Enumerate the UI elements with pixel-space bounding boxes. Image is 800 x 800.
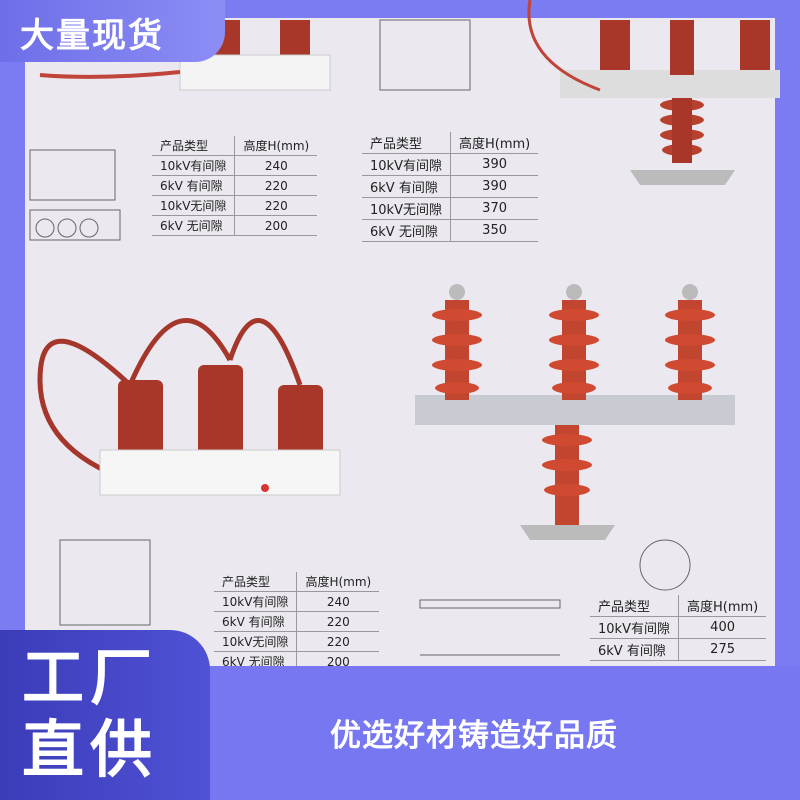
cell-type: 10kV有间隙: [214, 591, 298, 612]
cell-height: 275: [678, 638, 767, 661]
top-left-arrester-image: [39, 20, 331, 91]
cell-height: 240: [296, 591, 380, 612]
cell-type: 6kV 有间隙: [214, 611, 298, 632]
cell-type: 6kV 有间隙: [362, 175, 451, 198]
table-header: 高度H(mm): [678, 595, 767, 617]
factory-direct-badge: 工厂 直供: [0, 630, 210, 800]
cell-type: 10kV无间隙: [214, 631, 298, 652]
factory-line-2: 直供: [22, 713, 159, 786]
cell-type: 10kV无间隙: [152, 195, 236, 216]
cell-type: 10kV有间隙: [152, 155, 236, 176]
dimension-drawings: [29, 19, 691, 656]
cell-height: 220: [296, 631, 380, 652]
cell-type: 6kV 无间隙: [152, 215, 236, 236]
cell-type: 6kV 无间隙: [362, 219, 451, 242]
cell-height: 390: [450, 175, 539, 198]
cell-type: 10kV有间隙: [362, 153, 451, 176]
table-header: 高度H(mm): [296, 572, 380, 592]
cell-height: 220: [234, 195, 318, 216]
cell-type: 10kV有间隙: [590, 616, 679, 639]
cell-height: 220: [296, 611, 380, 632]
factory-line-1: 工厂: [22, 641, 159, 714]
cell-height: 240: [234, 155, 318, 176]
cell-height: 390: [450, 153, 539, 176]
top-right-arrester-image: [527, 0, 780, 185]
table-header: 高度H(mm): [234, 136, 318, 156]
cell-height: 370: [450, 197, 539, 220]
middle-right-arrester-image: [415, 284, 735, 540]
slogan: 优选好材铸造好品质: [330, 718, 618, 754]
cell-height: 350: [450, 219, 539, 242]
cell-type: 6kV 有间隙: [152, 175, 236, 196]
table-header: 产品类型: [214, 572, 298, 592]
cell-height: 200: [234, 215, 318, 236]
cell-type: 10kV无间隙: [362, 197, 451, 220]
table-header: 产品类型: [590, 595, 679, 617]
cell-height: 400: [678, 616, 767, 639]
cell-type: 6kV 有间隙: [590, 638, 679, 661]
cell-height: 220: [234, 175, 318, 196]
table-header: 产品类型: [152, 136, 236, 156]
table-header: 产品类型: [362, 132, 451, 154]
middle-left-arrester-image: [37, 318, 341, 496]
table-header: 高度H(mm): [450, 132, 539, 154]
in-stock-banner: 大量现货: [0, 0, 225, 62]
